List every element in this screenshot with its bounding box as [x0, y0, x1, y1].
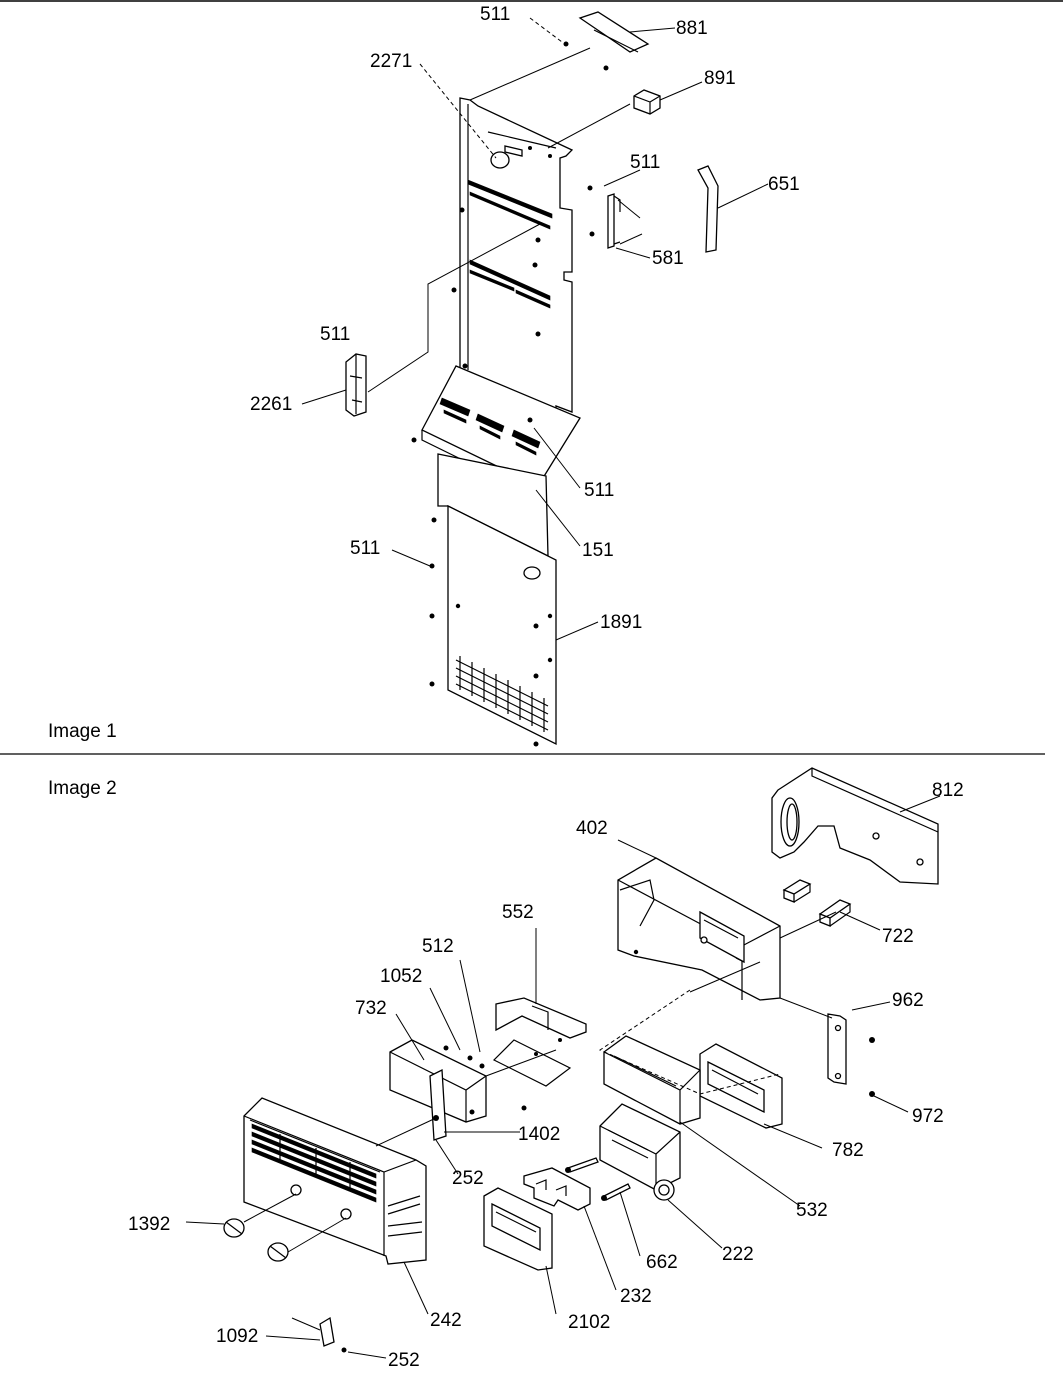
callout-151: 151: [582, 540, 614, 561]
callout-511-left: 511: [320, 324, 350, 345]
callout-222: 222: [722, 1244, 754, 1265]
box-532: [603, 1035, 701, 1125]
switch-1402: [429, 1068, 447, 1141]
callout-532: 532: [796, 1200, 828, 1221]
image1-exploded-view: 511 881 2271 891 511 651 581 511 2261 51…: [48, 4, 800, 747]
callout-891: 891: [704, 68, 736, 89]
callout-782: 782: [832, 1140, 864, 1161]
rear-panel: [459, 97, 574, 421]
callout-651: 651: [768, 174, 800, 195]
image2-caption: Image 2: [48, 778, 117, 799]
knob-1392-a: [223, 1218, 245, 1238]
callout-1392: 1392: [128, 1214, 170, 1235]
switch-assembly-222: [599, 1103, 681, 1191]
image2-exploded-view: 812 402 722 552 512 1052 732 962 972 782…: [48, 767, 964, 1371]
callout-1891: 1891: [600, 612, 642, 633]
callout-2102: 2102: [568, 1312, 610, 1333]
callout-732: 732: [355, 998, 387, 1019]
knob-1392-b: [267, 1242, 289, 1262]
callout-581: 581: [652, 248, 684, 269]
callout-511-right: 511: [630, 152, 660, 173]
strip-651: [697, 165, 719, 253]
callout-252-bottom: 252: [388, 1350, 420, 1371]
cube-891: [633, 89, 661, 115]
top-bracket-881: [578, 11, 650, 53]
grille-vents: [251, 1123, 377, 1203]
callout-1092: 1092: [216, 1326, 258, 1347]
callout-512: 512: [422, 936, 454, 957]
bottom-panel-grille: [455, 656, 549, 732]
mounting-bracket-812: [771, 767, 939, 885]
callout-881: 881: [676, 18, 708, 39]
bracket-1092: [319, 1316, 335, 1347]
front-grille-242: [243, 1097, 427, 1265]
callout-511-lower: 511: [350, 538, 380, 559]
callout-232: 232: [620, 1286, 652, 1307]
callout-552: 552: [502, 902, 534, 923]
callout-812: 812: [932, 780, 964, 801]
callout-962: 962: [892, 990, 924, 1011]
bracket-552: [495, 997, 587, 1039]
image1-caption: Image 1: [48, 721, 117, 742]
callout-402: 402: [576, 818, 608, 839]
bracket-962: [827, 1013, 847, 1085]
bottom-panel-1891: [447, 504, 557, 746]
callout-1052: 1052: [380, 966, 422, 987]
callout-511-mid: 511: [584, 480, 614, 501]
housing-402: [617, 857, 781, 1001]
callout-662: 662: [646, 1252, 678, 1273]
bracket-581: [607, 193, 615, 249]
callout-242: 242: [430, 1310, 462, 1331]
callout-511-top: 511: [480, 4, 510, 25]
callout-1402: 1402: [518, 1124, 560, 1145]
callout-722: 722: [882, 926, 914, 947]
callout-252-mid: 252: [452, 1168, 484, 1189]
spacer-722-a: [782, 879, 812, 903]
callout-2261: 2261: [250, 394, 292, 415]
callout-972: 972: [912, 1106, 944, 1127]
callout-2271: 2271: [370, 51, 412, 72]
